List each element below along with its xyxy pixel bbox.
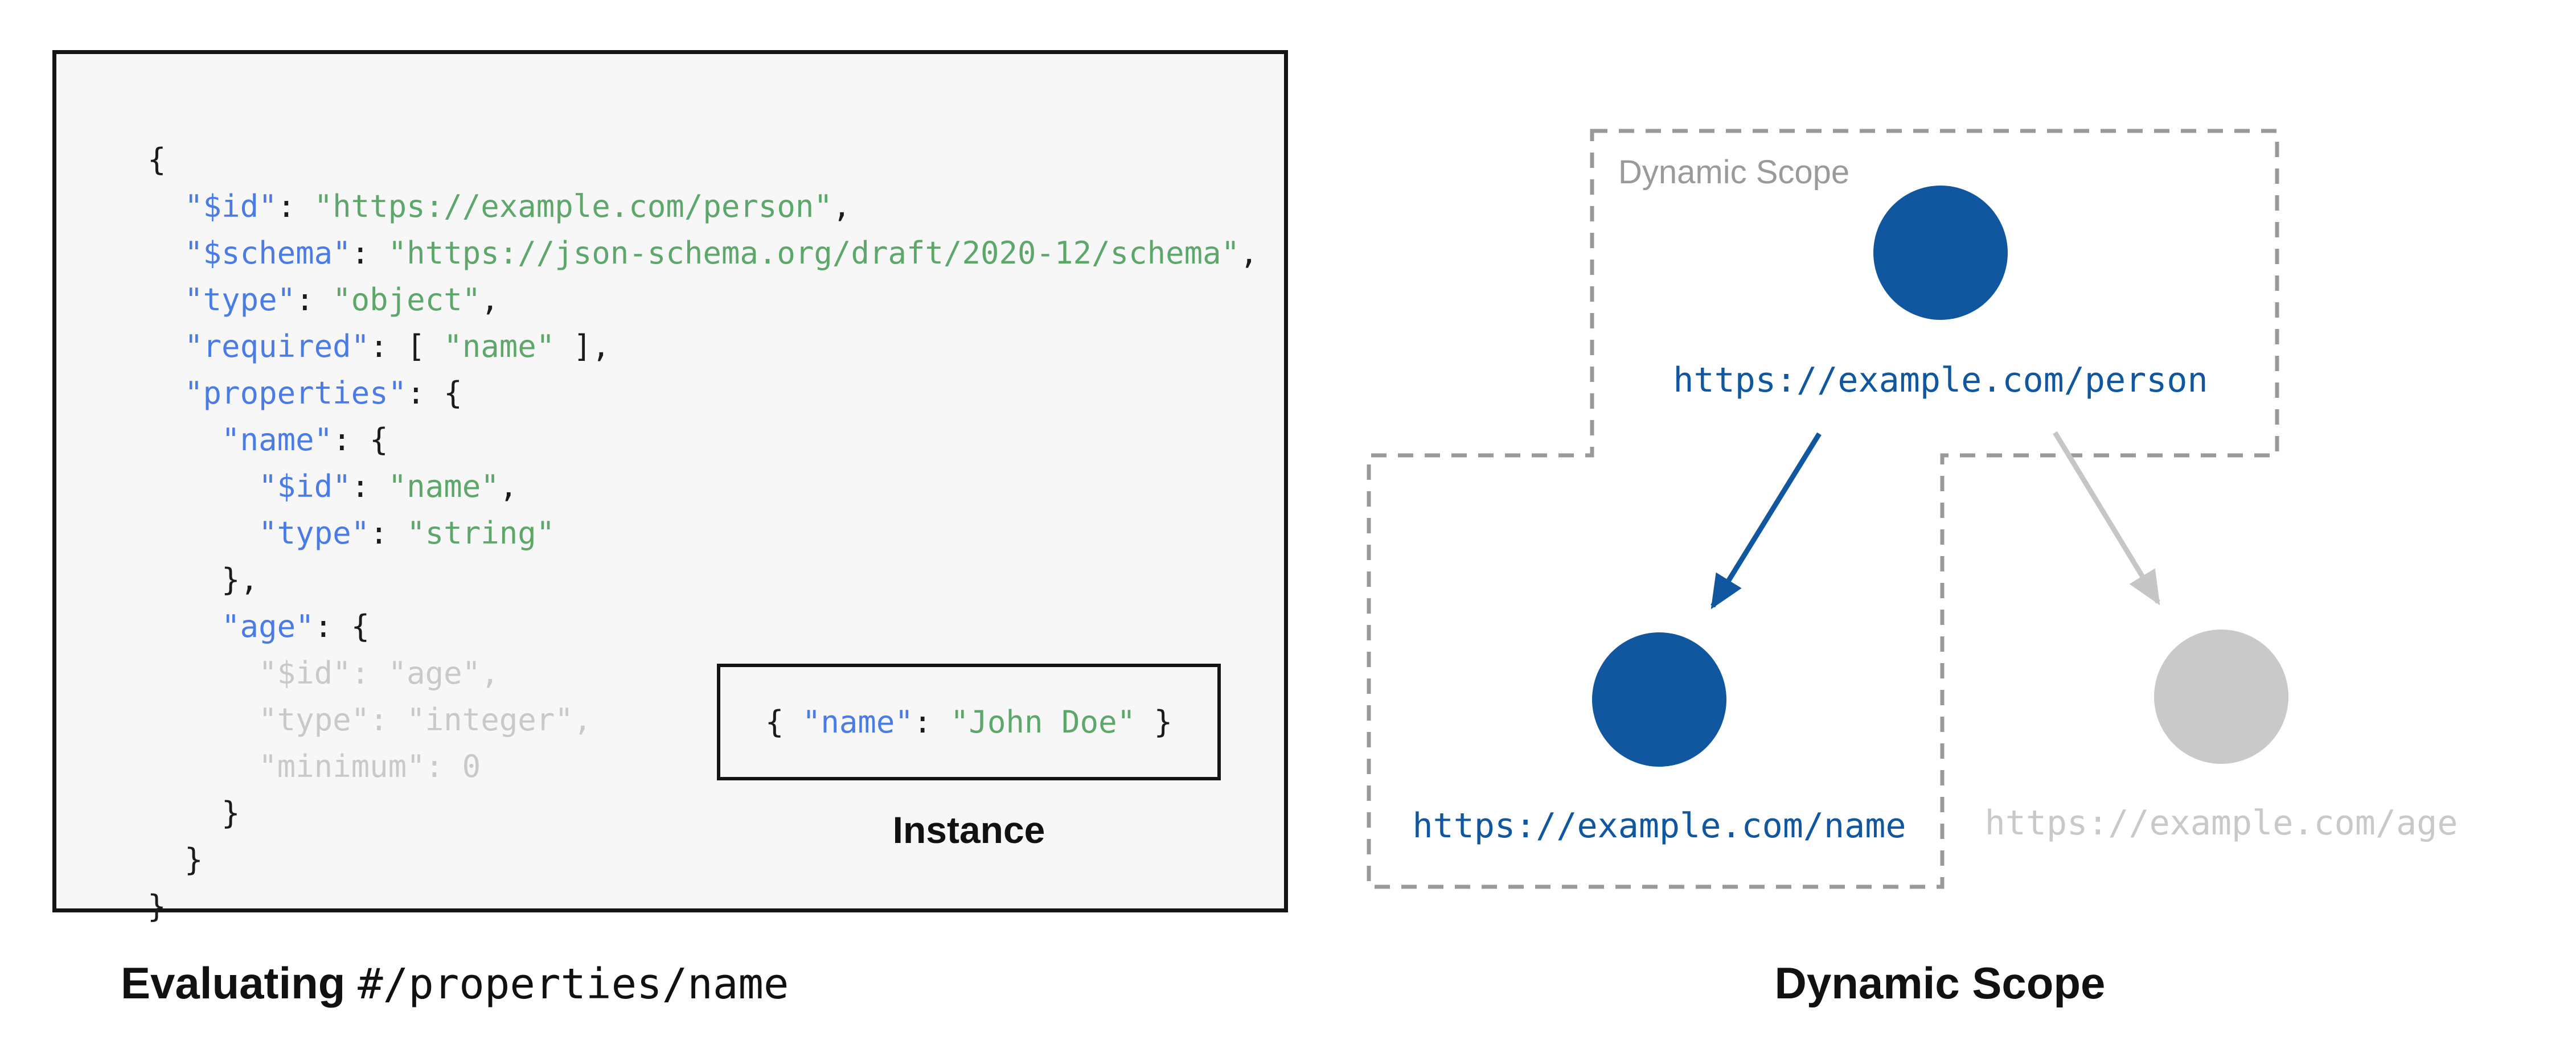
- instance-code: { "name": "John Doe" }: [765, 704, 1173, 740]
- caption-evaluating-word: Evaluating: [121, 958, 358, 1008]
- instance-label: Instance: [892, 809, 1045, 851]
- edge-person-age-arrow: [2053, 431, 2160, 606]
- name-node-circle: [1592, 632, 1726, 767]
- person-node-url: https://example.com/person: [1673, 360, 2208, 400]
- caption-json-pointer: #/properties/name: [358, 960, 789, 1009]
- name-node-url: https://example.com/name: [1413, 806, 1906, 846]
- scope-boundary: [1367, 129, 2279, 889]
- scope-label: Dynamic Scope: [1618, 154, 1849, 191]
- caption-dynamic-scope: Dynamic Scope: [1774, 958, 2106, 1008]
- age-node-circle: [2154, 630, 2288, 764]
- person-node-circle: [1873, 186, 2008, 320]
- edge-person-name-arrow: [1711, 432, 1822, 610]
- caption-evaluating: Evaluating #/properties/name: [121, 957, 789, 1009]
- schema-code: { "$id": "https://example.com/person", "…: [147, 142, 1258, 924]
- instance-box: { "name": "John Doe" }: [717, 664, 1221, 780]
- schema-panel: { "$id": "https://example.com/person", "…: [52, 50, 1288, 924]
- age-node-url: https://example.com/age: [1985, 803, 2458, 843]
